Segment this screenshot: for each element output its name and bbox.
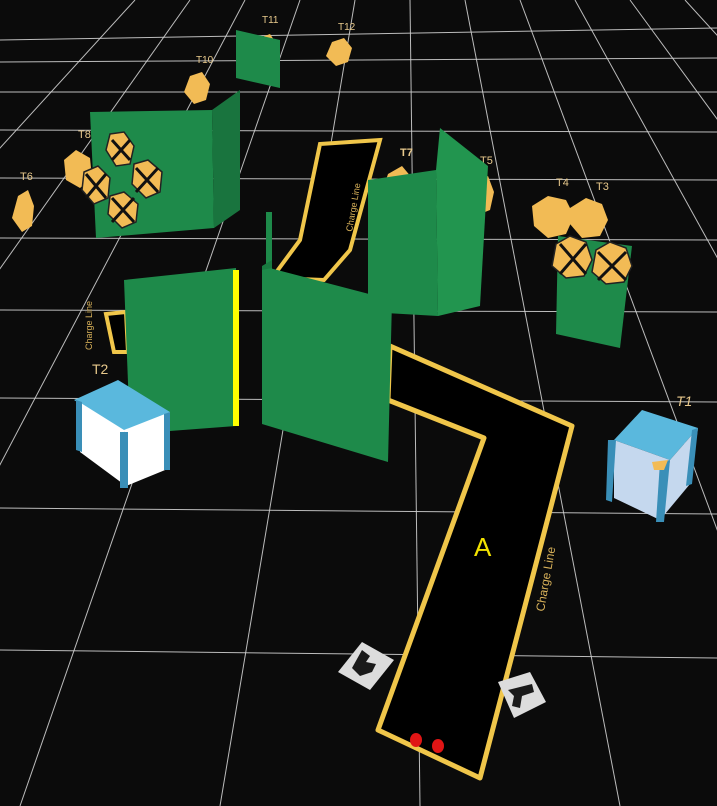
target-label-t8: T8 [78,129,91,141]
target-label-t4: T4 [556,177,569,189]
path-main: Charge Line [378,346,572,778]
path-upper: Charge Line [272,140,380,280]
wall-t7 [368,128,488,316]
target-label-t11: T11 [262,15,279,26]
target-label-t1: T1 [676,393,692,409]
target-label-t10: T10 [196,55,214,66]
side-wall-text: Charge Line [84,301,94,350]
zone-label-a: A [474,532,492,562]
target-t10[interactable] [184,72,210,104]
fault-line [233,270,239,426]
target-label-t6: T6 [20,171,33,183]
target-label-t3: T3 [596,181,609,193]
target-label-t2: T2 [92,361,109,377]
shelter-t1[interactable] [606,410,698,522]
path-left-stub: Charge Line [84,301,128,352]
target-t6[interactable] [12,190,34,232]
walk-arrow-icon[interactable] [338,642,394,690]
target-label-t12: T12 [338,22,356,33]
wall-far [236,30,280,88]
target-label-t7: T7 [400,147,413,159]
